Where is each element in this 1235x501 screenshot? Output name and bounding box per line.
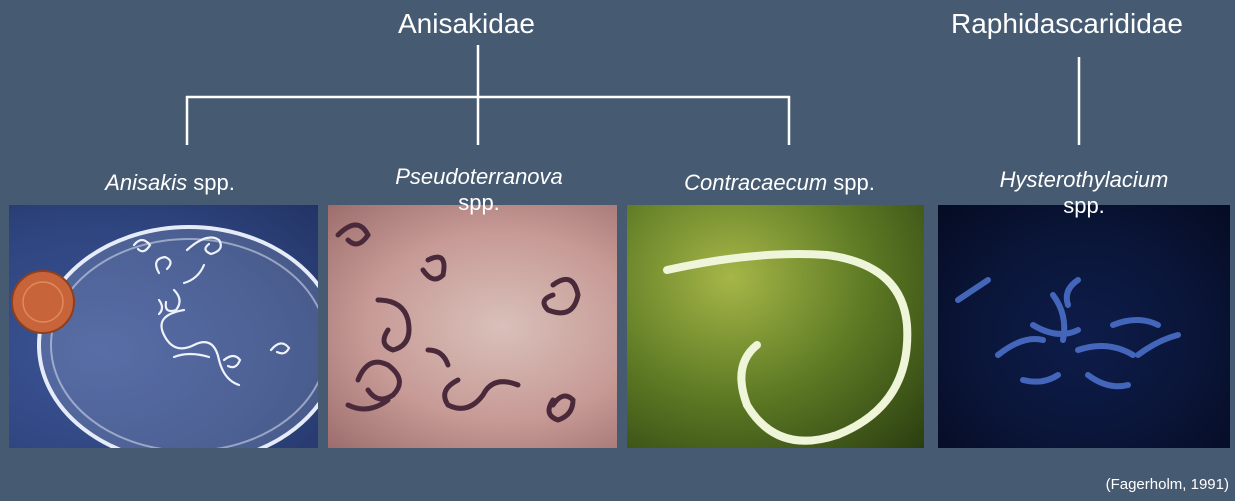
coin bbox=[12, 271, 74, 333]
genus-pseudoterranova-label: Pseudoterranovaspp. bbox=[328, 164, 630, 217]
family-raphidascarididae-label: Raphidascarididae bbox=[951, 10, 1183, 38]
anisakis-photo bbox=[9, 205, 318, 448]
hysterothylacium-larvae bbox=[958, 280, 1178, 386]
genus-hysterothylacium-label: Hysterothylaciumspp. bbox=[938, 167, 1230, 220]
genus-contracaecum-label: Contracaecum spp. bbox=[627, 170, 932, 196]
contracaecum-photo bbox=[627, 205, 924, 448]
hysterothylacium-photo bbox=[938, 205, 1230, 448]
citation-text: (Fagerholm, 1991) bbox=[1106, 476, 1229, 493]
family-anisakidae-label: Anisakidae bbox=[398, 10, 535, 38]
petri-dish bbox=[39, 227, 318, 448]
pseudoterranova-larvae bbox=[338, 225, 578, 420]
pseudoterranova-photo bbox=[328, 205, 617, 448]
contracaecum-larva bbox=[667, 254, 907, 441]
genus-anisakis-label: Anisakis spp. bbox=[10, 170, 330, 196]
